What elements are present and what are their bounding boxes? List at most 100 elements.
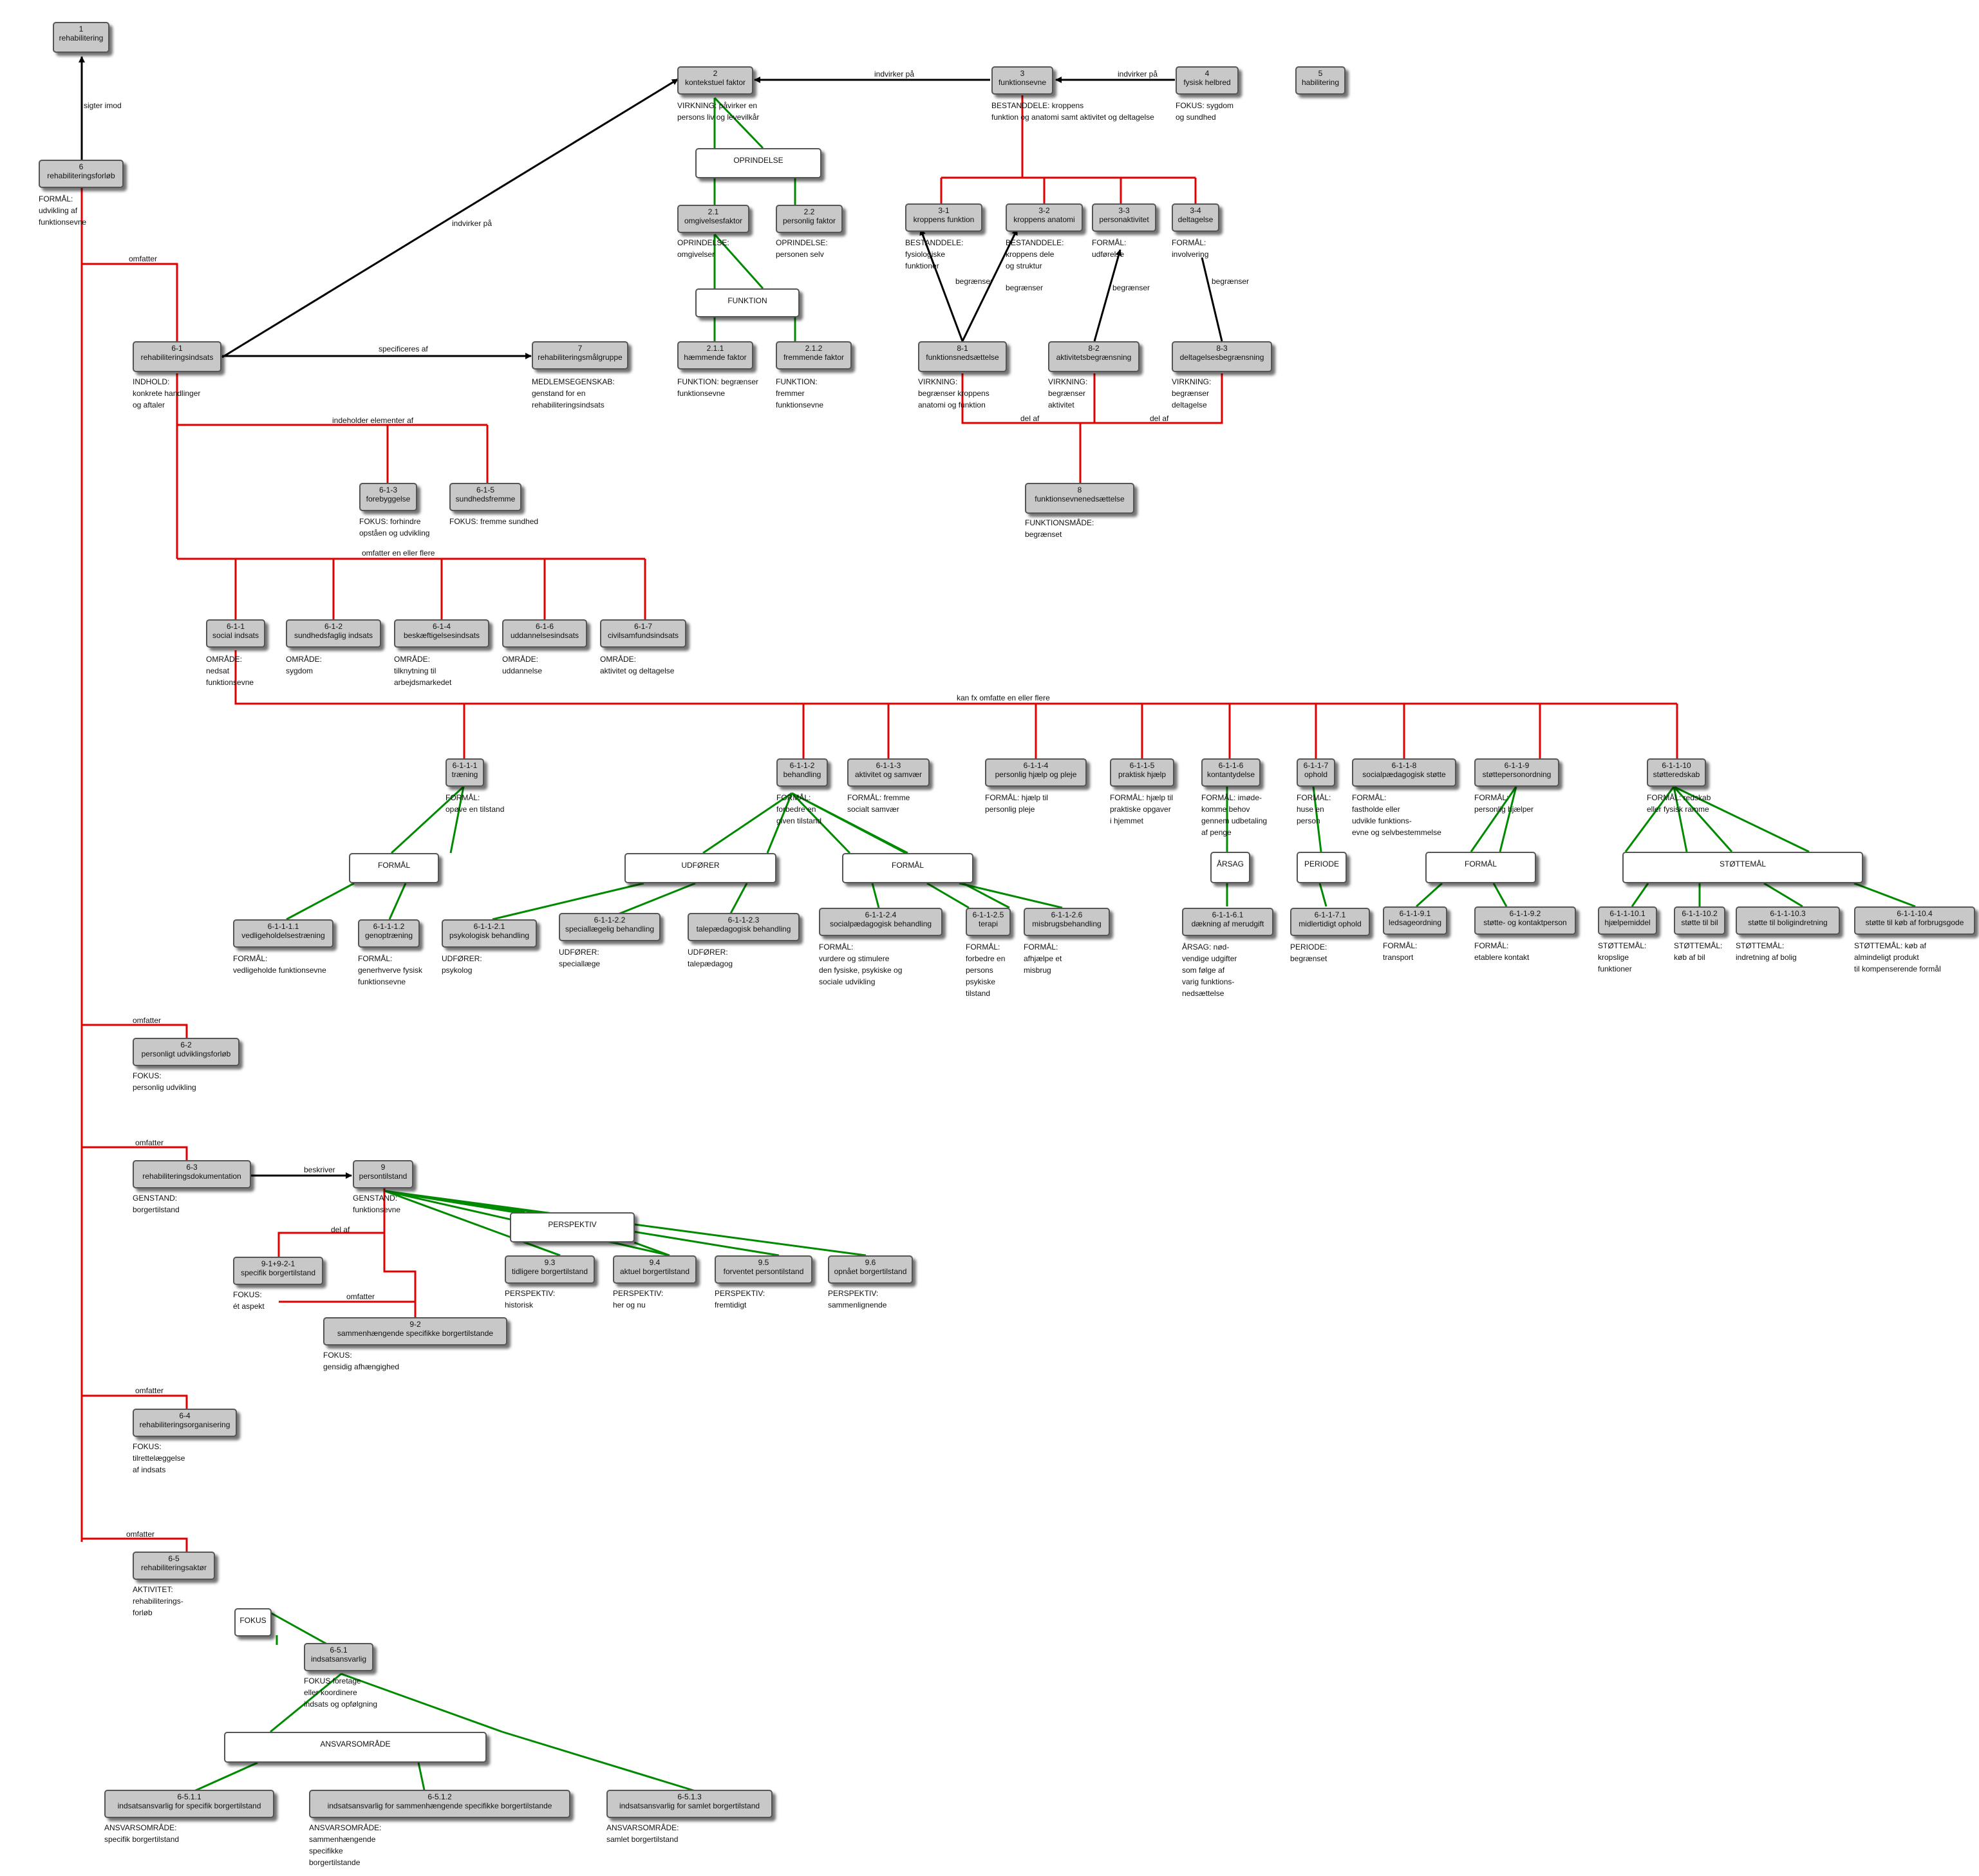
concept-label: hæmmende faktor: [684, 353, 747, 362]
concept-number: 6-5: [168, 1554, 180, 1563]
note-6-1-1: OMRÅDE: nedsat funktionsevne: [206, 655, 254, 687]
note-6-1-3: FOKUS: forhindre opståen og udvikling: [359, 517, 430, 538]
relation-label-begraenser: begrænser: [1006, 283, 1044, 292]
concept-number: 8-1: [957, 344, 968, 353]
concept-number: 3: [1020, 69, 1025, 78]
note-6-1-1-2-5: FORMÅL: forbedre en persons psykiske til…: [966, 943, 1006, 998]
note-6-5-1-3: ANSVARSOMRÅDE: samlet borgertilstand: [606, 1823, 679, 1844]
note-6-1-1-2: FORMÅL: forbedre en given tilstand: [776, 793, 822, 825]
concept-label: behandling: [783, 770, 821, 779]
concept-label: funktionsevne: [998, 78, 1047, 87]
note-6-1-1-10: FORMÅL: redskab eller fysisk ramme: [1647, 793, 1711, 814]
concept-number: 9-1+9-2-1: [261, 1259, 295, 1268]
note-6-1-1-1-1: FORMÅL: vedligeholde funktionsevne: [233, 954, 326, 975]
concept-number: 6-1-7: [633, 622, 652, 631]
relation-label-begraenser: begrænser: [1112, 283, 1150, 292]
category-periode: PERIODE: [1297, 852, 1347, 883]
concept-label: civilsamfundsindsats: [607, 631, 679, 640]
concept-number: 6-5.1.2: [427, 1792, 452, 1801]
concept-number: 7: [577, 344, 583, 353]
concept-number: 6-5.1.3: [677, 1792, 702, 1801]
concept-label: fysisk helbred: [1183, 78, 1231, 87]
concept-number: 6-1-5: [476, 485, 494, 494]
note-6-1-1-2-6: FORMÅL: afhjælpe et misbrug: [1024, 943, 1062, 975]
relation-arrows: [79, 56, 1223, 1179]
concept-label: vedligeholdelsestræning: [241, 931, 325, 940]
category-formaal-behandling: FORMÅL: [842, 853, 973, 883]
concept-number: 2.2: [803, 207, 815, 216]
concept-label: funktionsevnenedsættelse: [1035, 494, 1125, 503]
concept-label: ophold: [1304, 770, 1328, 779]
note-6-1-6: OMRÅDE: uddannelse: [502, 655, 543, 675]
